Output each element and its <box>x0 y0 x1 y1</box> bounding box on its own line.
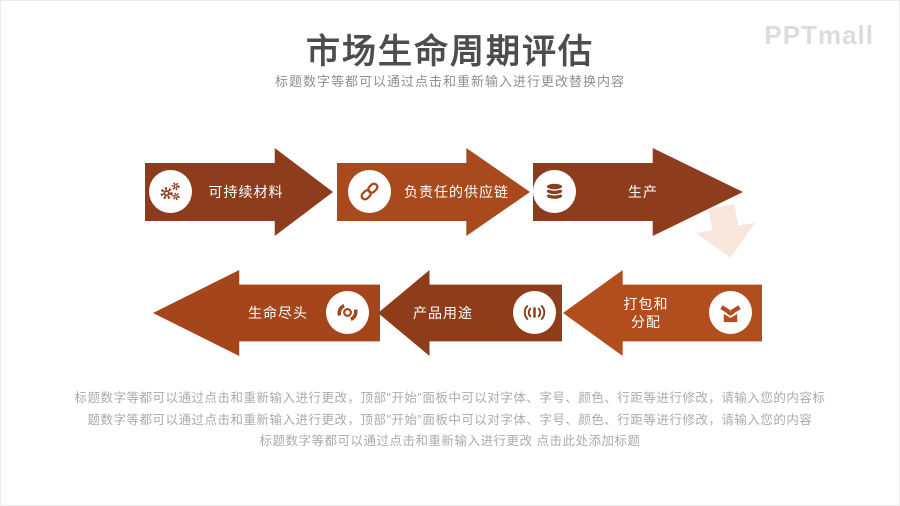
step-label: 打包和 分配 <box>623 296 669 330</box>
step-arrow-packing-distribution[interactable]: 打包和 分配 <box>563 270 762 356</box>
step-label: 可持续材料 <box>208 184 284 200</box>
broadcast-icon <box>513 291 556 334</box>
recycle-icon <box>326 291 369 334</box>
step-arrow-responsible-supply-chain[interactable]: 负责任的供应链 <box>337 148 530 236</box>
database-icon <box>533 170 576 213</box>
step-label: 产品用途 <box>413 305 473 321</box>
step-arrow-sustainable-materials[interactable]: 可持续材料 <box>145 148 333 236</box>
step-label: 生产 <box>628 184 658 200</box>
step-label: 生命尽头 <box>248 305 308 321</box>
box-icon <box>709 291 752 334</box>
page-title[interactable]: 市场生命周期评估 <box>306 33 594 71</box>
chain-icon <box>348 170 391 213</box>
pptmall-logo: PPTmall <box>764 20 874 50</box>
step-arrow-product-use[interactable]: 产品用途 <box>378 270 562 356</box>
footer-placeholder-text[interactable]: 标题数字等都可以通过点击和重新输入进行更改，顶部"开始"面板中可以对字体、字号、… <box>0 388 900 453</box>
page-subtitle[interactable]: 标题数字等都可以通过点击和重新输入进行更改替换内容 <box>274 74 625 89</box>
footer-line: 标题数字等都可以通过点击和重新输入进行更改，顶部"开始"面板中可以对字体、字号、… <box>74 391 826 405</box>
footer-line: 标题数字等都可以通过点击和重新输入进行更改 点击此处添加标题 <box>259 434 641 448</box>
gears-icon <box>149 170 192 213</box>
step-label: 负责任的供应链 <box>404 184 509 200</box>
step-arrow-end-of-life[interactable]: 生命尽头 <box>153 270 380 356</box>
footer-line: 题数字等都可以通过点击和重新输入进行更改，顶部"开始"面板中可以对字体、字号、颜… <box>87 412 813 427</box>
